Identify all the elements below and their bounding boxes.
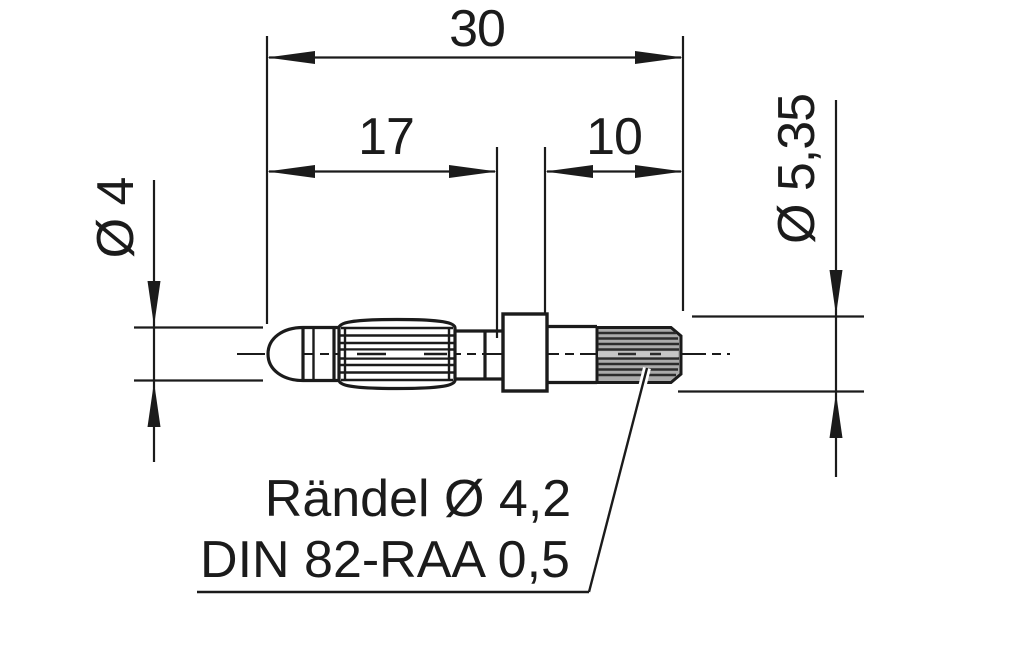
arrowhead-up-icon (829, 393, 843, 438)
arrowhead-left-icon (267, 165, 315, 178)
arrowhead-right-icon (449, 165, 497, 178)
arrowhead-right-icon (635, 51, 683, 64)
collar (501, 312, 549, 393)
sleeve-length-dimension-label: 10 (586, 108, 643, 166)
arrowhead-left-icon (545, 165, 593, 178)
dimension-17-lines (267, 147, 499, 338)
pin-diameter-dimension-label: Ø 4 (87, 177, 145, 259)
arrowhead-down-icon (147, 281, 161, 326)
barrel-lamella-lines (340, 326, 454, 382)
dimension-10-lines (543, 147, 683, 313)
plug-tip (266, 325, 339, 383)
spring-barrel (337, 317, 457, 391)
dimension-30-lines (265, 36, 685, 324)
knurl-callout-line1: Rändel Ø 4,2 (264, 470, 572, 528)
arrowhead-left-icon (267, 51, 315, 64)
overall-length-dimension-label: 30 (449, 0, 506, 58)
dimension-dia535-lines (678, 100, 864, 477)
arrowhead-up-icon (147, 382, 161, 427)
knurl-stripes (598, 331, 679, 377)
dimension-dia4-lines (134, 180, 263, 462)
arrowhead-right-icon (635, 165, 683, 178)
pin-neck (455, 329, 503, 381)
collar-diameter-dimension-label: Ø 5,35 (768, 93, 826, 245)
pin-length-dimension-label: 17 (358, 108, 415, 166)
arrowhead-down-icon (829, 270, 843, 315)
knurl-leader-line (197, 366, 651, 594)
knurled-section (595, 326, 683, 384)
knurl-callout-line2: DIN 82-RAA 0,5 (200, 531, 570, 589)
sleeve (547, 324, 597, 385)
